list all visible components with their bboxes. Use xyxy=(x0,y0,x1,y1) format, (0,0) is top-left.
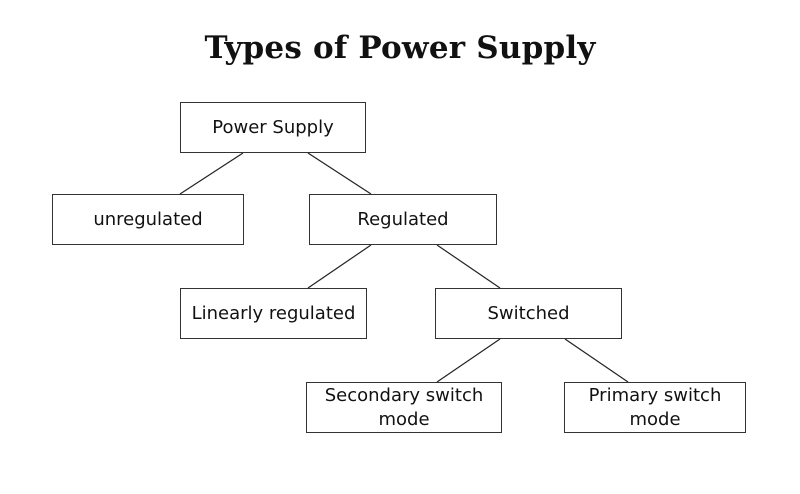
node-secondary-switch-mode: Secondary switch mode xyxy=(306,382,502,433)
node-switched: Switched xyxy=(435,288,622,339)
edge-power-supply-unregulated xyxy=(179,152,244,195)
node-label: Secondary switch mode xyxy=(324,384,484,430)
diagram-title: Types of Power Supply xyxy=(204,30,596,66)
node-label: Switched xyxy=(487,302,570,324)
edge-switched-primary-switch-mode xyxy=(564,338,629,383)
node-label: unregulated xyxy=(93,208,203,230)
edge-regulated-linearly-regulated xyxy=(307,244,372,289)
node-label: Primary switch mode xyxy=(588,384,722,430)
node-linearly-regulated: Linearly regulated xyxy=(180,288,367,339)
node-power-supply: Power Supply xyxy=(180,102,366,153)
node-label: Linearly regulated xyxy=(191,302,356,324)
edge-switched-secondary-switch-mode xyxy=(436,338,501,383)
edge-regulated-switched xyxy=(436,244,501,289)
edge-power-supply-regulated xyxy=(307,152,372,195)
node-unregulated: unregulated xyxy=(52,194,244,245)
node-primary-switch-mode: Primary switch mode xyxy=(564,382,746,433)
node-regulated: Regulated xyxy=(309,194,497,245)
node-label: Regulated xyxy=(357,208,449,230)
node-label: Power Supply xyxy=(212,116,334,138)
